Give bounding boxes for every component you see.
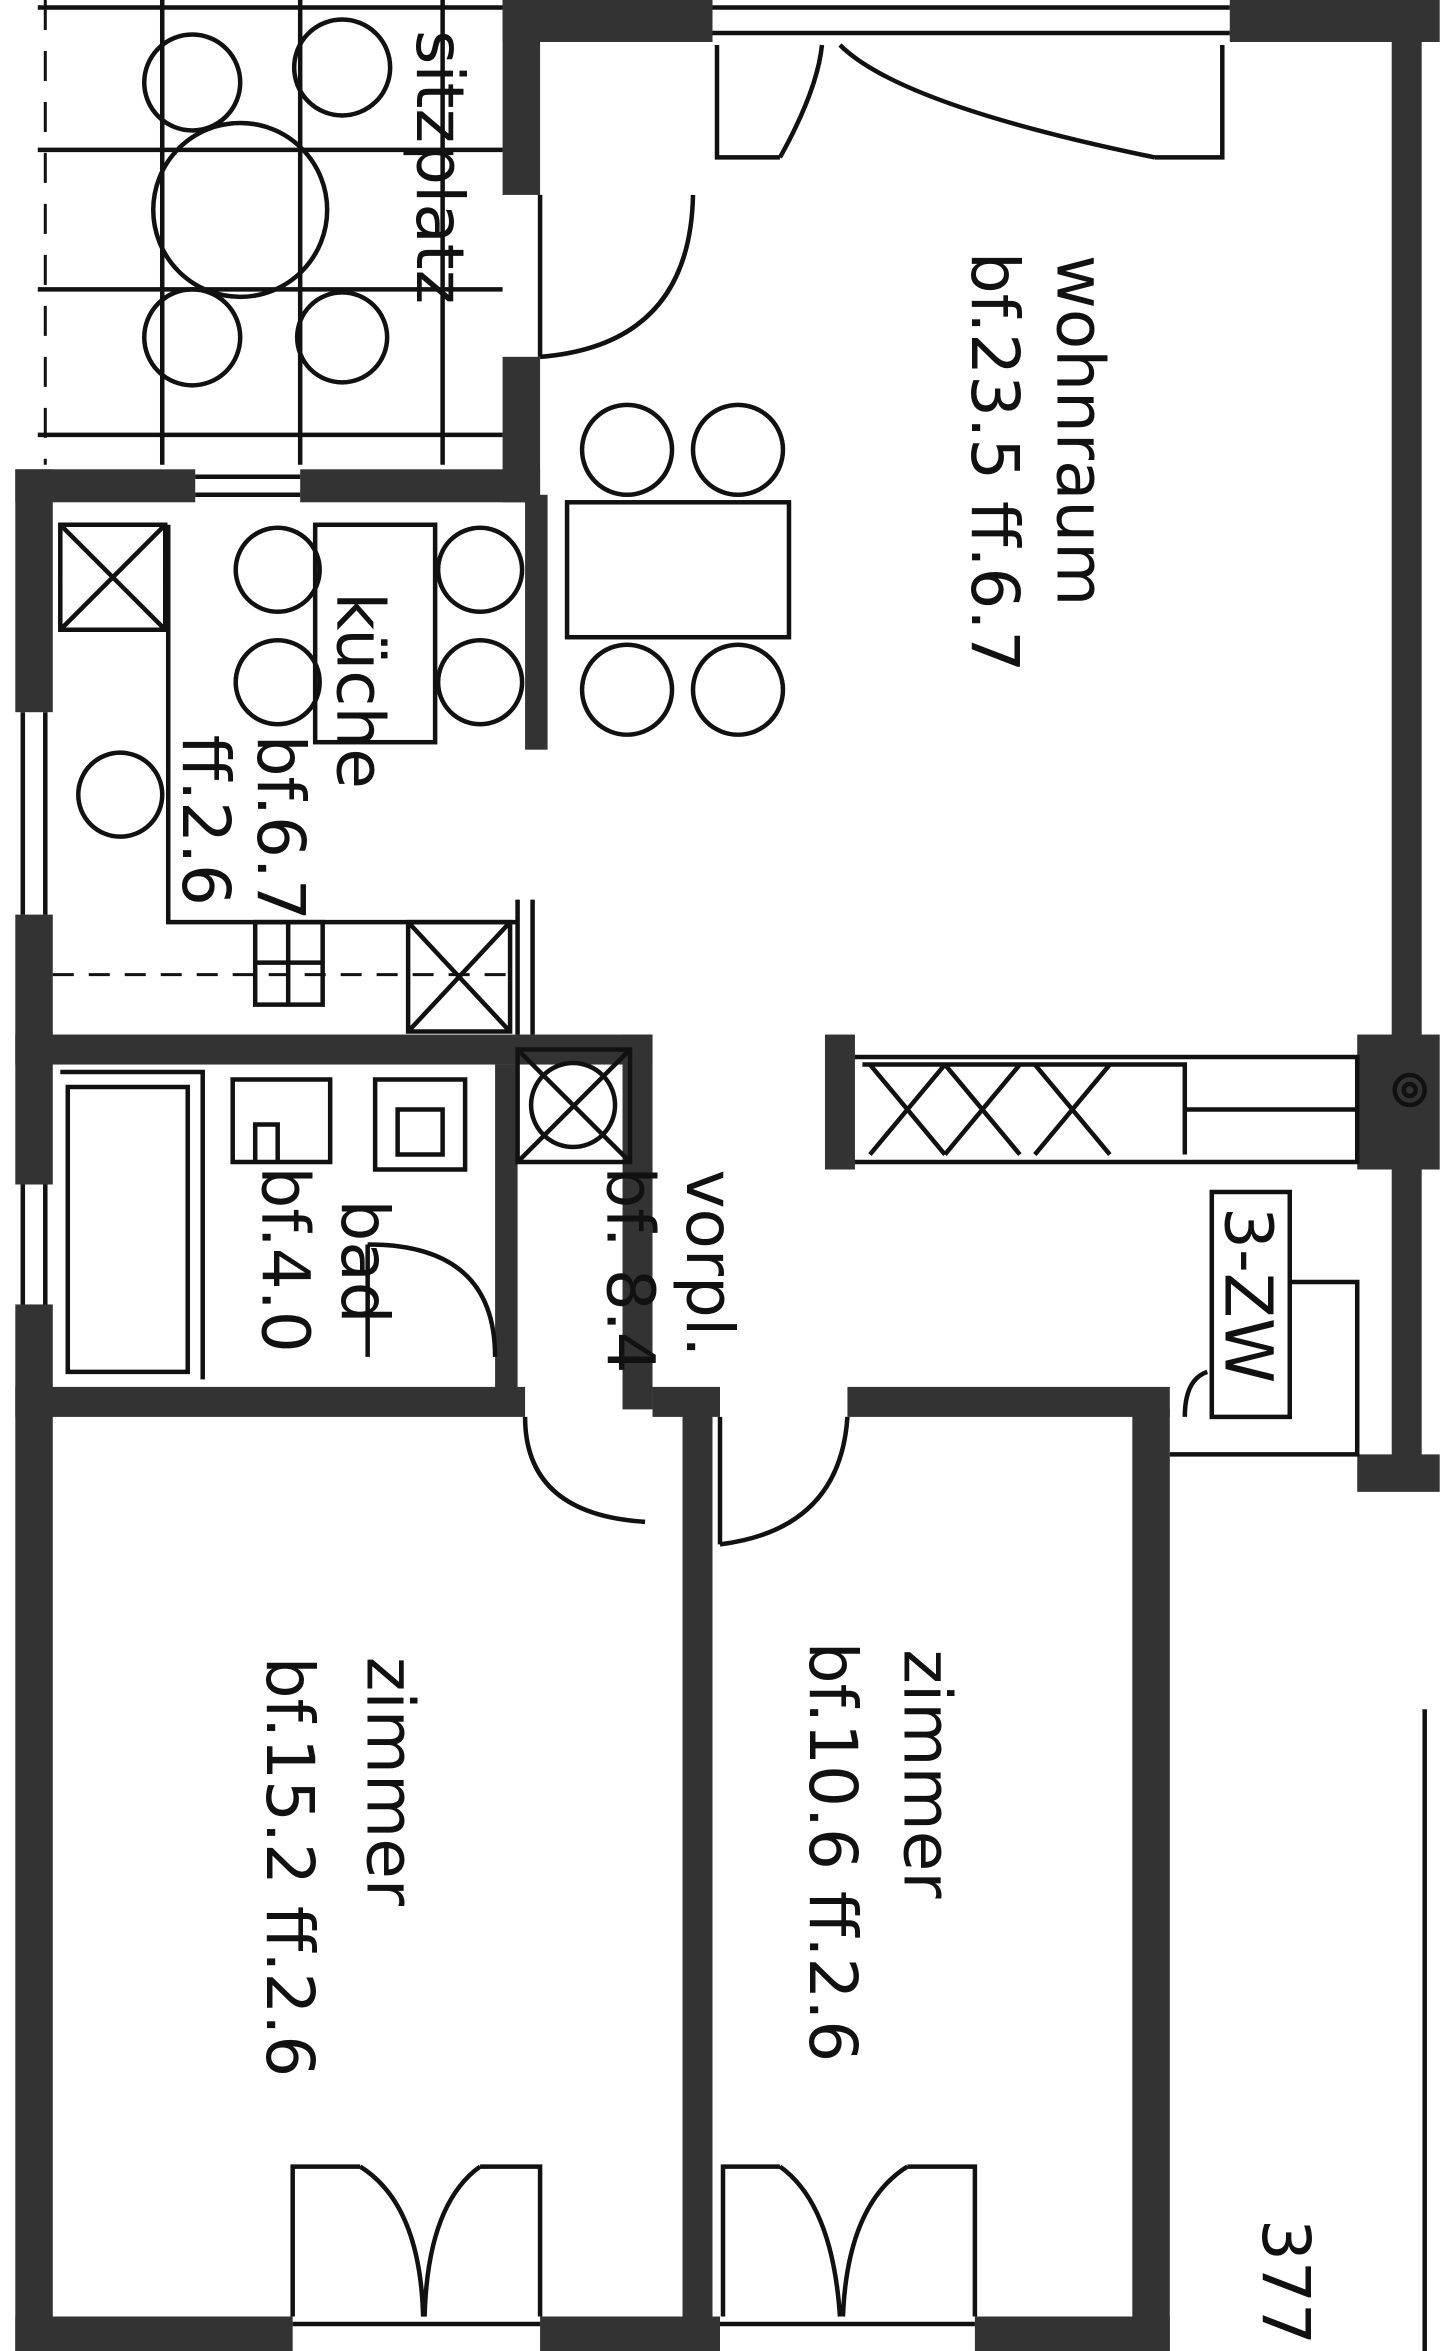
bad-area: bf.4.0 xyxy=(247,1167,324,1353)
zimmer-left-area: bf.15.2 ff.2.6 xyxy=(251,1657,328,2077)
zimmer-right-label: zimmer xyxy=(888,1649,965,1899)
wohnraum-area: bf.23.5 ff.6.7 xyxy=(956,252,1033,672)
zimmer-right-area: bf.10.6 ff.2.6 xyxy=(794,1642,871,2062)
vorplatz-label: vorpl. xyxy=(671,1170,748,1358)
elevation-label: 377.05 xyxy=(1247,2219,1324,2351)
openings xyxy=(20,5,1230,2327)
bad-label: bad xyxy=(326,1199,403,1323)
unit-tag-box xyxy=(1209,1189,1293,1420)
kueche-window-area: ff.2.6 xyxy=(167,735,244,906)
vorplatz-area: bf. 8.4 xyxy=(592,1167,669,1374)
sitzplatz-paving xyxy=(37,0,503,465)
kueche-label: küche xyxy=(322,592,399,789)
kueche-area: bf.6.7 xyxy=(242,735,319,921)
labels: sitzplatz wohnraum bf.23.5 ff.6.7 küche … xyxy=(167,30,1427,2351)
unit-tag: 3-ZW xyxy=(1209,1207,1286,1383)
furniture xyxy=(52,402,1427,1457)
wohnraum-label: wohnraum xyxy=(1041,255,1118,607)
zimmer-left-label: zimmer xyxy=(352,1657,429,1907)
sitzplatz-label: sitzplatz xyxy=(401,30,478,304)
